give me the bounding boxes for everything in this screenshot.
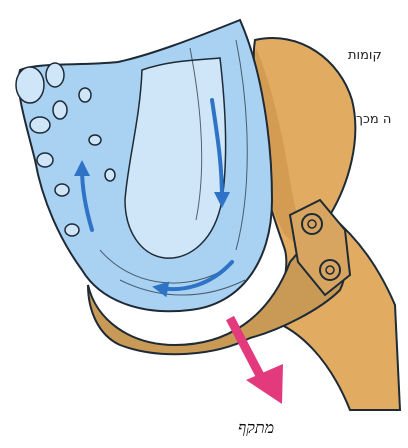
bolt-icon [320,260,340,280]
side-text-line-1: קומות [348,48,382,63]
water-inner-face [125,58,226,258]
diagram-caption: מתקף [238,418,274,438]
bolt-icon [302,214,322,234]
side-text-line-2: ה מכך [356,112,391,127]
